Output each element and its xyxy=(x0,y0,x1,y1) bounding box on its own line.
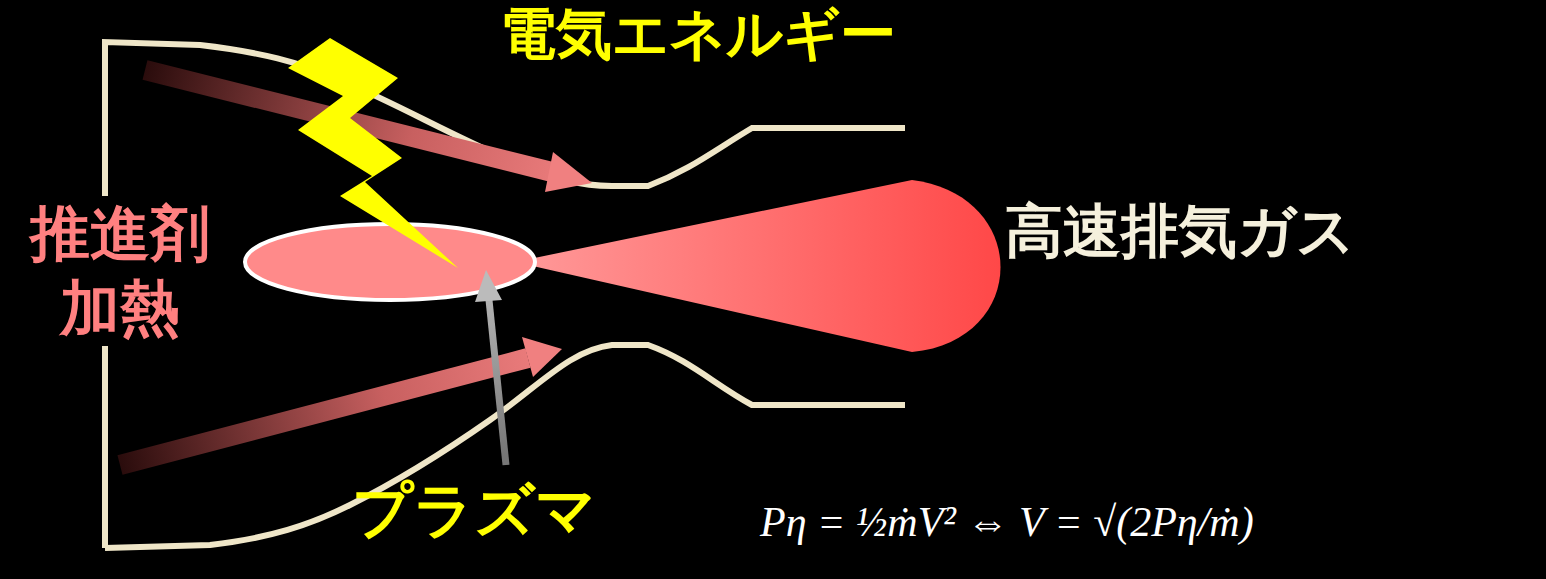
plasma-label: プラズマ xyxy=(352,476,596,545)
lightning-bolt xyxy=(288,38,458,268)
formula-label: Pη = ½ṁV² ⇔ V = √(2Pη/ṁ) xyxy=(760,498,1254,546)
energy-label: 電気エネルギー xyxy=(500,2,896,66)
exhaust-label: 高速排気ガス xyxy=(1005,198,1355,265)
exhaust-plume xyxy=(515,180,1001,352)
leader-arrow xyxy=(475,270,506,465)
propellant-label: 推進剤 加熱 xyxy=(0,196,240,346)
